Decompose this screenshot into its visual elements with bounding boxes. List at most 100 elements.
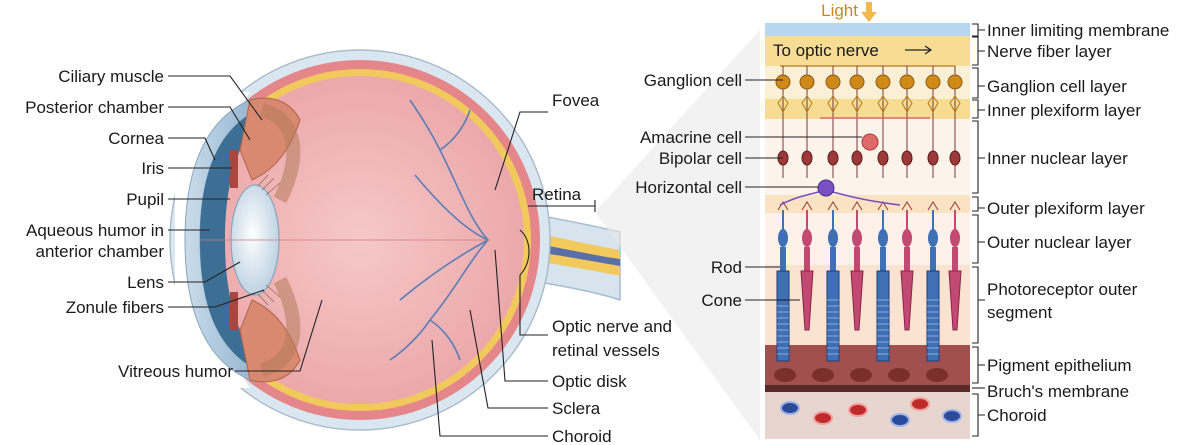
ganglion-cell-body (849, 74, 865, 90)
label-retina: Retina (532, 185, 582, 204)
photoreceptor-nucleus (950, 229, 960, 247)
photoreceptor-inner-segment (904, 247, 910, 271)
label-fovea: Fovea (552, 91, 600, 110)
label-sclera: Sclera (552, 399, 601, 418)
label-posterior-chamber: Posterior chamber (25, 98, 164, 117)
bipolar-cell-body (827, 150, 839, 166)
label-optic-nerve-line1: Optic nerve and (552, 317, 672, 336)
choroid-band (765, 392, 970, 439)
photoreceptor-nucleus (802, 229, 812, 247)
label-pupil: Pupil (126, 190, 164, 209)
rod-outer-segment (926, 270, 940, 362)
bipolar-dendrite (949, 201, 961, 211)
rod-outer-segment (876, 270, 890, 362)
label-lens: Lens (127, 273, 164, 292)
cone-outer-segment (800, 270, 814, 331)
cone-outer-segment (900, 270, 914, 331)
ganglion-dendrite (877, 95, 889, 114)
retina-detail-panel: Light To optic nerve (765, 1, 970, 439)
light-arrow-icon (861, 2, 877, 22)
amacrine-cell-body (861, 133, 879, 151)
bipolar-dendrite (901, 201, 913, 211)
label-ganglion-cell-layer: Ganglion cell layer (987, 77, 1127, 96)
ganglion-dendrite (777, 95, 789, 114)
eye-labels: Ciliary muscle Posterior chamber Cornea … (25, 67, 672, 445)
photoreceptor-inner-segment (780, 247, 786, 271)
label-pigment-epithelium: Pigment epithelium (987, 356, 1132, 375)
to-optic-nerve-arrow (905, 45, 933, 55)
label-optic-nerve-line2: retinal vessels (552, 341, 660, 360)
label-choroid-eye: Choroid (552, 427, 612, 445)
retina-cell-leaders (745, 79, 862, 301)
horizontal-cell-body (817, 179, 835, 197)
bipolar-cell-body (851, 150, 863, 166)
bipolar-cell-body (949, 150, 961, 166)
photoreceptor-inner-segment (804, 247, 810, 271)
ganglion-dendrite (801, 95, 813, 114)
photoreceptor-nucleus (828, 229, 838, 247)
label-choroid-layer: Choroid (987, 406, 1047, 425)
ganglion-dendrite (851, 95, 863, 114)
bipolar-cell-body (927, 150, 939, 166)
outer-nuclear-band (765, 213, 970, 265)
label-inner-nuclear-layer: Inner nuclear layer (987, 149, 1128, 168)
label-iris: Iris (141, 159, 164, 178)
label-amacrine-cell: Amacrine cell (640, 128, 742, 147)
label-ganglion-cell: Ganglion cell (644, 71, 742, 90)
pigment-cells (774, 368, 948, 382)
photoreceptor-inner-segment (952, 247, 958, 271)
cone-outer-segment (948, 270, 962, 331)
bipolar-dendrite (777, 201, 789, 211)
bipolar-cell-body (901, 150, 913, 166)
retina-columns (775, 66, 963, 362)
ganglion-dendrite (927, 95, 939, 114)
bipolar-dendrite (827, 201, 839, 211)
label-photoreceptor-line1: Photoreceptor outer (987, 280, 1138, 299)
retina-cell-labels: Ganglion cell Amacrine cell Bipolar cell… (635, 71, 742, 310)
ganglion-cell-body (925, 74, 941, 90)
nerve-fiber-band (765, 36, 970, 66)
photoreceptor-inner-segment (854, 247, 860, 271)
ganglion-dendrite (949, 95, 961, 114)
ganglion-cell-body (825, 74, 841, 90)
photoreceptor-nucleus (928, 229, 938, 247)
bipolar-cell-body (877, 150, 889, 166)
label-zonule-fibers: Zonule fibers (66, 298, 164, 317)
layer-labels: Inner limiting membrane Nerve fiber laye… (987, 21, 1169, 425)
ganglion-cell-body (899, 74, 915, 90)
anterior-chamber (200, 108, 262, 372)
bruchs-membrane-band (765, 385, 970, 392)
label-photoreceptor-line2: segment (987, 303, 1052, 322)
ganglion-dendrite (901, 95, 913, 114)
label-inner-plexiform-layer: Inner plexiform layer (987, 101, 1141, 120)
ciliary-processes (259, 103, 301, 377)
label-vitreous-humor: Vitreous humor (118, 362, 233, 381)
label-bipolar-cell: Bipolar cell (659, 149, 742, 168)
bipolar-dendrite (927, 201, 939, 211)
light-label: Light (821, 1, 858, 20)
eye-cross-section (169, 49, 621, 431)
label-ciliary-muscle: Ciliary muscle (58, 67, 164, 86)
label-inner-limiting-membrane: Inner limiting membrane (987, 21, 1169, 40)
zoom-projection-wedge (595, 30, 760, 440)
label-cone: Cone (701, 291, 742, 310)
cone-outer-segment (850, 270, 864, 331)
ganglion-cell-body (775, 74, 791, 90)
label-outer-plexiform-layer: Outer plexiform layer (987, 199, 1145, 218)
label-bruchs-membrane: Bruch's membrane (987, 382, 1129, 401)
photoreceptor-nucleus (902, 229, 912, 247)
rod-outer-segment (776, 270, 790, 362)
photoreceptor-inner-segment (930, 247, 936, 271)
inner-limiting-membrane-band (765, 23, 970, 36)
inner-plexiform-band (765, 99, 970, 119)
ganglion-cell-body (799, 74, 815, 90)
label-nerve-fiber-layer: Nerve fiber layer (987, 42, 1112, 61)
ganglion-cell-body (875, 74, 891, 90)
iris-bottom (230, 292, 238, 330)
photoreceptor-inner-segment (880, 247, 886, 271)
zonule-fibers-lines (257, 174, 281, 306)
bipolar-cell-body (801, 150, 813, 166)
choroid-blood-cells (780, 397, 962, 427)
iris-top (230, 150, 238, 188)
